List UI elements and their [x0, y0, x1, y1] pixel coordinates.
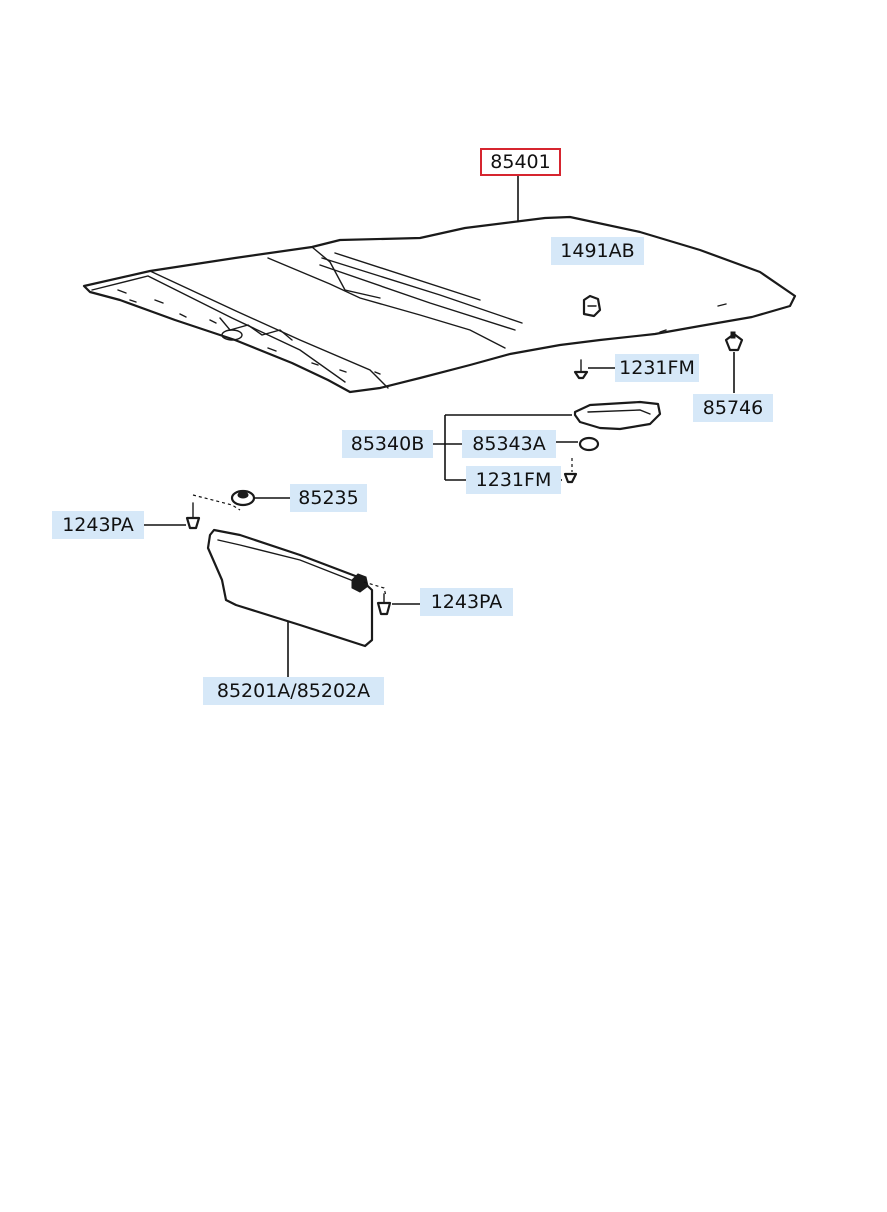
screw-1243pa-left	[143, 502, 201, 530]
callout-1243pa-left[interactable]: 1243PA	[52, 511, 144, 539]
callout-85401[interactable]: 85401	[480, 148, 561, 176]
callout-85340b[interactable]: 85340B	[342, 430, 433, 458]
callout-1231fm-handle[interactable]: 1231FM	[466, 466, 561, 494]
visor-holder-85235	[192, 489, 290, 511]
assist-handle	[433, 400, 662, 484]
callout-85235[interactable]: 85235	[290, 484, 367, 512]
callout-85343a[interactable]: 85343A	[462, 430, 556, 458]
callout-85746[interactable]: 85746	[693, 394, 773, 422]
sun-visor	[206, 528, 387, 678]
screw-1243pa-right	[376, 593, 420, 616]
clip-85746	[724, 331, 744, 393]
callout-1231fm-upper[interactable]: 1231FM	[615, 354, 699, 382]
callout-85201a-85202a[interactable]: 85201A/85202A	[203, 677, 384, 705]
callout-1491ab[interactable]: 1491AB	[551, 237, 644, 265]
callout-1243pa-right[interactable]: 1243PA	[420, 588, 513, 616]
clip-1491ab	[582, 294, 602, 318]
